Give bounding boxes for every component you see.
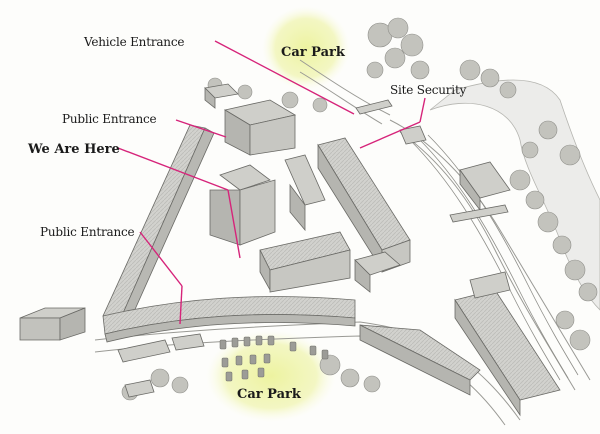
label-public-entrance-top: Public Entrance [62, 112, 157, 126]
pointer-site-security [419, 97, 426, 123]
pointer-we-are-here [117, 147, 229, 191]
pointer-vehicle-entrance [214, 40, 355, 115]
label-we-are-here: We Are Here [28, 142, 120, 157]
pointer-public-entrance-bottom-b [179, 285, 183, 325]
lodge [19, 307, 86, 341]
north-buildings [204, 83, 427, 145]
footbridge [449, 204, 509, 223]
label-site-security: Site Security [390, 83, 467, 97]
label-car-park-top: Car Park [281, 45, 345, 60]
pointer-we-are-here-b [227, 189, 241, 259]
south-east-buildings [359, 161, 561, 417]
label-public-entrance-bottom: Public Entrance [40, 225, 135, 239]
pointer-site-security-b [359, 121, 421, 149]
pointer-public-entrance-bottom [139, 231, 183, 287]
car-park-top-highlight [262, 6, 350, 90]
southwest-buildings [117, 333, 205, 398]
label-vehicle-entrance: Vehicle Entrance [84, 35, 185, 49]
pointer-lines [117, 40, 426, 325]
central-buildings [209, 99, 411, 293]
label-car-park-bottom: Car Park [237, 387, 301, 402]
pointer-public-entrance-top [175, 119, 227, 138]
parked-cars [219, 335, 329, 382]
car-park-bottom-highlight [206, 330, 336, 422]
